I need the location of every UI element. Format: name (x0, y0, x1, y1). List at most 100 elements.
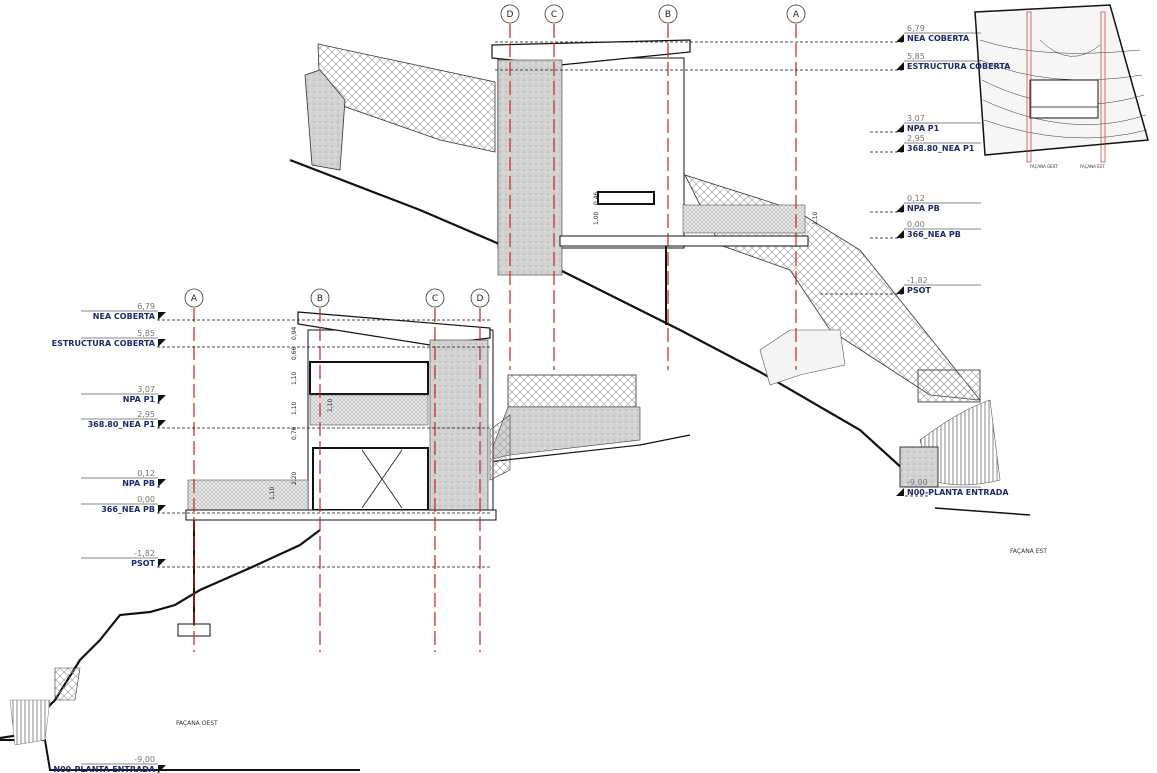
east-level-name: PSOT (907, 286, 931, 295)
west-level-marker-icon (158, 559, 166, 567)
east-level-marker-icon (896, 124, 904, 132)
east-level-value: 0,00 (907, 220, 925, 229)
east-level-marker-icon (896, 62, 904, 70)
west-grid-bubble (310, 288, 330, 308)
site-section-line-east (1100, 11, 1106, 163)
west-level-name: 366_NEA PB (101, 505, 155, 514)
west-level-marker-icon (158, 479, 166, 487)
west-grid-bubble (184, 288, 204, 308)
west-elevation-title: FAÇANA OEST (176, 720, 218, 727)
west-level-name: NEA COBERTA (93, 312, 156, 321)
west-grid-label: A (191, 294, 198, 304)
west-level-value: 5,85 (137, 329, 155, 338)
site-label-east: FAÇANA EST (1080, 164, 1105, 169)
west-level-name: NPA P1 (123, 395, 156, 404)
east-level-marker-icon (896, 34, 904, 42)
east-level-marker-icon (896, 488, 904, 496)
east-grid-bubble (544, 4, 564, 24)
west-dim-2: 1,10 (291, 371, 298, 385)
west-slab (185, 509, 497, 521)
east-level-marker-icon (896, 144, 904, 152)
west-level-value: 6,79 (137, 302, 155, 311)
west-level-name: NPA PB (122, 479, 155, 488)
east-hatch-block (917, 369, 981, 403)
west-level-value: 2,95 (137, 410, 155, 419)
east-curved-wall (919, 399, 1001, 486)
east-terrain-line (289, 158, 916, 481)
west-level-marker-icon (158, 312, 166, 320)
east-level-name: 368.80_NEA P1 (907, 144, 975, 153)
west-side-hatch (489, 414, 511, 481)
east-terrace-railing (682, 204, 806, 234)
west-upper-windows (309, 361, 429, 395)
east-grid-label: B (665, 10, 671, 20)
east-stone-wall (497, 59, 563, 276)
east-dim-1: 1,00 (593, 211, 600, 225)
east-level-name: 366_NEA PB (907, 230, 961, 239)
west-level-marker-icon (158, 765, 166, 773)
west-grid-bubble (470, 288, 490, 308)
east-level-name: N00-PLANTA ENTRADA (907, 488, 1009, 497)
west-level-value: -9,00 (134, 755, 155, 764)
east-terrain-lower (487, 434, 691, 463)
east-level-value: 5,85 (907, 52, 925, 61)
west-level-name: PSOT (131, 559, 155, 568)
site-house-footprint (1029, 79, 1099, 119)
site-plan: FAÇANA OEST FAÇANA EST (965, 0, 1157, 169)
east-elevation-title: FAÇANA EST (1010, 548, 1047, 555)
west-level-marker-icon (158, 395, 166, 403)
west-level-value: 3,07 (137, 385, 155, 394)
west-grid-label: B (317, 294, 323, 304)
west-dim-5: 2,20 (291, 471, 298, 485)
site-label-west: FAÇANA OEST (1030, 164, 1058, 169)
west-level-name: ESTRUCTURA COBERTA (52, 339, 156, 348)
west-upper-railing (309, 394, 429, 426)
east-grid-label: A (793, 10, 800, 20)
west-slope-hatch (54, 667, 81, 701)
east-grid-bubble (500, 4, 520, 24)
west-grid-label: D (477, 294, 484, 304)
east-slab (559, 235, 809, 247)
east-path-line (934, 507, 1031, 516)
east-level-marker-icon (896, 286, 904, 294)
west-grid-label: C (432, 294, 438, 304)
east-grid-label: C (551, 10, 557, 20)
east-window (597, 191, 655, 205)
east-level-name: NEA COBERTA (907, 34, 970, 43)
east-grid-bubble (786, 4, 806, 24)
west-dim-3: 1,10 (291, 401, 298, 415)
east-level-value: 2,95 (907, 134, 925, 143)
west-dim-7: 1,10 (327, 398, 334, 412)
east-lower-concrete (487, 406, 641, 461)
west-level-value: 0,12 (137, 469, 155, 478)
west-level-value: -1,82 (134, 549, 155, 558)
site-section-line-west (1026, 11, 1032, 163)
site-contours (979, 39, 1148, 139)
west-grid-bubble (425, 288, 445, 308)
east-grid-label: D (507, 10, 514, 20)
west-retaining-rail (9, 699, 51, 746)
east-grid-bubble (658, 4, 678, 24)
west-stone-wall (429, 339, 489, 519)
east-level-value: 0,12 (907, 194, 925, 203)
east-level-name: NPA PB (907, 204, 940, 213)
west-door-cross (361, 449, 403, 509)
east-dim-2: 1,10 (812, 211, 819, 225)
east-level-name: ESTRUCTURA COBERTA (907, 62, 1011, 71)
west-level-marker-icon (158, 505, 166, 513)
east-entrance-pillar (899, 446, 939, 488)
west-terrace-railing (187, 479, 309, 511)
west-elevation: 0,94 0,66 1,10 1,10 0,76 2,20 1,10 1,10 … (0, 288, 511, 773)
east-lower-block (507, 374, 637, 408)
east-level-value: 6,79 (907, 24, 925, 33)
west-lower-doors (312, 447, 429, 511)
east-level-marker-icon (896, 204, 904, 212)
west-level-name: 368.80_NEA P1 (88, 420, 156, 429)
east-left-wall (304, 69, 346, 171)
east-level-value: -1,82 (907, 276, 928, 285)
east-level-name: NPA P1 (907, 124, 940, 133)
west-level-value: 0,00 (137, 495, 155, 504)
east-stair-cut (759, 329, 846, 386)
